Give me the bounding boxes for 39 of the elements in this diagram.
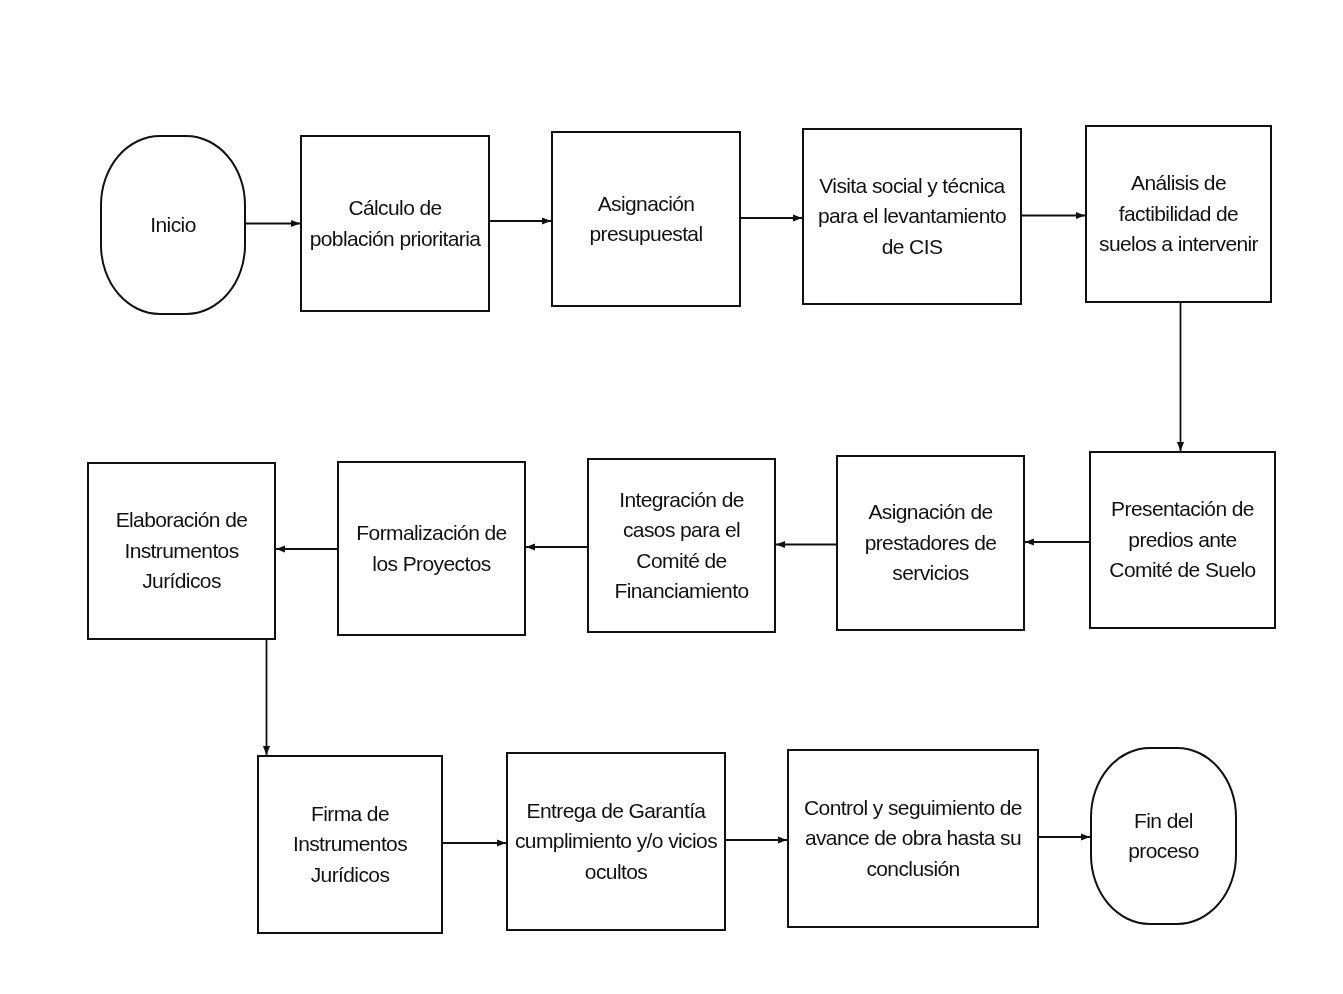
arrow bbox=[1021, 211, 1086, 220]
node-label: Análisis de factibilidad de suelos a intervenir bbox=[1098, 170, 1259, 258]
process-box bbox=[257, 755, 443, 934]
node-label: Elaboración de Instrumentos Jurídicos bbox=[114, 507, 249, 595]
process-box bbox=[787, 749, 1039, 928]
arrow bbox=[275, 545, 338, 553]
arrow bbox=[442, 839, 507, 847]
node-label: Inicio bbox=[150, 211, 196, 238]
process-box bbox=[506, 752, 726, 931]
node-label: Formalización de los Proyectos bbox=[355, 520, 508, 577]
arrow bbox=[1176, 302, 1185, 452]
process-box bbox=[836, 455, 1025, 631]
process-box bbox=[1089, 451, 1276, 629]
arrow bbox=[740, 214, 803, 222]
process-box bbox=[587, 458, 776, 633]
node-label: Integración de casos para el Comité de Financiamiento bbox=[613, 486, 750, 604]
node-label: Presentación de predios ante Comité de Suelo bbox=[1108, 496, 1257, 584]
node-label: Control y seguimiento de avance de obra hasta su conclusión bbox=[803, 794, 1023, 882]
arrow bbox=[1024, 538, 1090, 546]
node-label: Entrega de Garantía cumplimiento y/o vicios ocultos bbox=[514, 797, 718, 885]
node-label: Firma de Instrumentos Jurídicos bbox=[291, 800, 409, 888]
process-box bbox=[551, 131, 741, 307]
process-box bbox=[802, 128, 1022, 305]
arrow bbox=[489, 217, 552, 225]
process-box bbox=[300, 135, 490, 312]
arrow bbox=[1038, 833, 1091, 841]
node-label: Fin del proceso bbox=[1127, 807, 1200, 864]
process-box bbox=[87, 462, 276, 640]
arrow bbox=[245, 219, 301, 228]
node-label: Cálculo de población prioritaria bbox=[308, 195, 482, 252]
arrow bbox=[262, 639, 271, 756]
arrow bbox=[725, 836, 788, 844]
process-box bbox=[1085, 125, 1272, 303]
node-label: Asignación presupuestal bbox=[588, 190, 704, 247]
arrow bbox=[775, 540, 837, 549]
process-box bbox=[337, 461, 526, 636]
arrow bbox=[525, 543, 588, 551]
node-label: Visita social y técnica para el levantamiento de CIS bbox=[816, 172, 1008, 260]
node-label: Asignación de prestadores de servicios bbox=[863, 499, 998, 587]
